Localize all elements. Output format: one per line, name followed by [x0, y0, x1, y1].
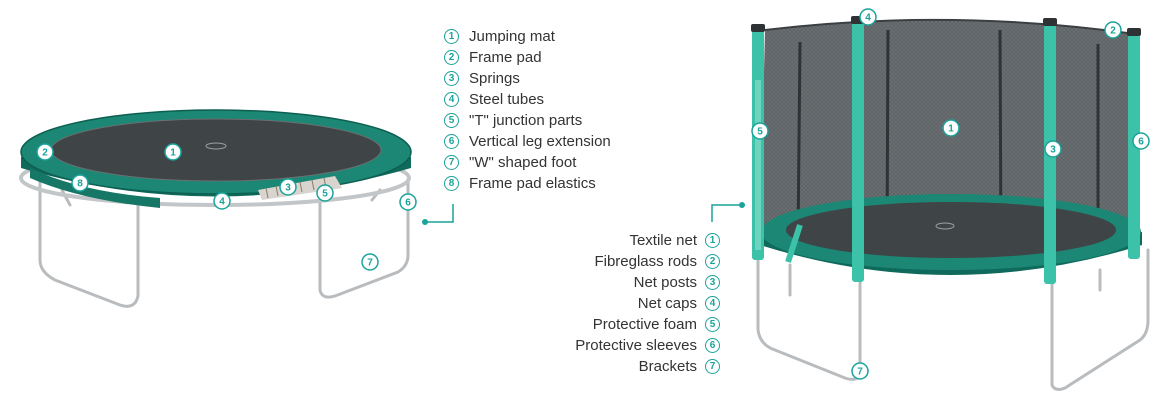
legend-number-badge: 5 [444, 113, 459, 128]
protective-foam [755, 80, 761, 250]
callout-badge-left-3: 3 [279, 178, 297, 196]
legend-item: 5 "T" junction parts [444, 110, 611, 131]
legend-item: Textile net 1 [520, 230, 720, 251]
legend-item: 1 Jumping mat [444, 26, 611, 47]
legend-label: "T" junction parts [469, 112, 583, 129]
callout-number: 2 [1110, 26, 1116, 37]
legend-label: Brackets [638, 358, 697, 375]
legend-number-badge: 4 [444, 92, 459, 107]
callout-number: 3 [1050, 145, 1056, 156]
springs [258, 176, 342, 200]
legend-number-badge: 6 [444, 134, 459, 149]
legend-label: Protective foam [592, 316, 697, 333]
callout-number: 7 [857, 367, 863, 378]
callout-number: 6 [405, 198, 411, 209]
legend-number-badge: 4 [705, 296, 720, 311]
legend-label: Vertical leg extension [469, 133, 611, 150]
legend-label: Springs [469, 70, 520, 87]
legend-label: Fibreglass rods [594, 253, 697, 270]
callout-badge-right-6: 6 [1132, 132, 1150, 150]
callout-badge-left-5: 5 [316, 184, 334, 202]
jumping-mat [51, 119, 381, 181]
legend-number-badge: 7 [444, 155, 459, 170]
legend-label: Jumping mat [469, 28, 555, 45]
callout-badge-right-3: 3 [1044, 140, 1062, 158]
legend-label: Protective sleeves [575, 337, 697, 354]
legend-item: Net posts 3 [520, 272, 720, 293]
legend-item: 7 "W" shaped foot [444, 152, 611, 173]
callout-badge-left-7: 7 [361, 253, 379, 271]
legend-label: "W" shaped foot [469, 154, 577, 171]
legend-number-badge: 2 [705, 254, 720, 269]
callout-badge-right-7: 7 [851, 362, 869, 380]
legend-item: Protective foam 5 [520, 314, 720, 335]
callout-number: 6 [1138, 137, 1144, 148]
callout-number: 2 [42, 148, 48, 159]
legend-number-badge: 8 [444, 176, 459, 191]
callout-number: 4 [219, 197, 225, 208]
legend-label: Steel tubes [469, 91, 545, 108]
legend-item: Net caps 4 [520, 293, 720, 314]
legend-item: 8 Frame pad elastics [444, 173, 611, 194]
legend-item: 6 Vertical leg extension [444, 131, 611, 152]
trampoline-illustration [19, 109, 412, 308]
legend-trampoline-parts: 1 Jumping mat 2 Frame pad 3 Springs 4 Steel tub… [444, 26, 611, 194]
callout-badge-right-4: 4 [859, 8, 877, 26]
callout-badge-left-2: 2 [36, 143, 54, 161]
callout-badge-right-5: 5 [751, 122, 769, 140]
legend-item: Protective sleeves 6 [520, 335, 720, 356]
legend-number-badge: 6 [705, 338, 720, 353]
callout-number: 4 [865, 13, 871, 24]
callout-badge-right-2: 2 [1104, 21, 1122, 39]
callout-badge-right-1: 1 [942, 119, 960, 137]
legend-label: Net posts [633, 274, 697, 291]
legend-item: 4 Steel tubes [444, 89, 611, 110]
legend-number-badge: 1 [705, 233, 720, 248]
trampoline-with-net-illustration [751, 16, 1150, 391]
legend-number-badge: 3 [444, 71, 459, 86]
legend-item: 3 Springs [444, 68, 611, 89]
callout-number: 5 [322, 189, 328, 200]
callout-number: 1 [948, 124, 954, 135]
legend-item: Fibreglass rods 2 [520, 251, 720, 272]
callout-number: 8 [77, 179, 83, 190]
callout-number: 7 [367, 258, 373, 269]
callout-badge-left-1: 1 [164, 143, 182, 161]
legend-number-badge: 1 [444, 29, 459, 44]
callout-number: 1 [170, 148, 176, 159]
legend-label: Frame pad elastics [469, 175, 596, 192]
enclosure-mat [786, 202, 1116, 258]
callout-badge-left-8: 8 [71, 174, 89, 192]
leader-lines [425, 204, 742, 223]
callout-badge-left-4: 4 [213, 192, 231, 210]
callout-number: 5 [757, 127, 763, 138]
legend-item: Brackets 7 [520, 356, 720, 377]
callout-number: 3 [285, 183, 291, 194]
legend-label: Textile net [629, 232, 697, 249]
enclosure-legs [756, 248, 1150, 391]
callout-badge-left-6: 6 [399, 193, 417, 211]
legend-number-badge: 2 [444, 50, 459, 65]
legend-number-badge: 5 [705, 317, 720, 332]
legend-label: Net caps [637, 295, 697, 312]
legend-label: Frame pad [469, 49, 542, 66]
legend-number-badge: 7 [705, 359, 720, 374]
legend-item: 2 Frame pad [444, 47, 611, 68]
legend-number-badge: 3 [705, 275, 720, 290]
